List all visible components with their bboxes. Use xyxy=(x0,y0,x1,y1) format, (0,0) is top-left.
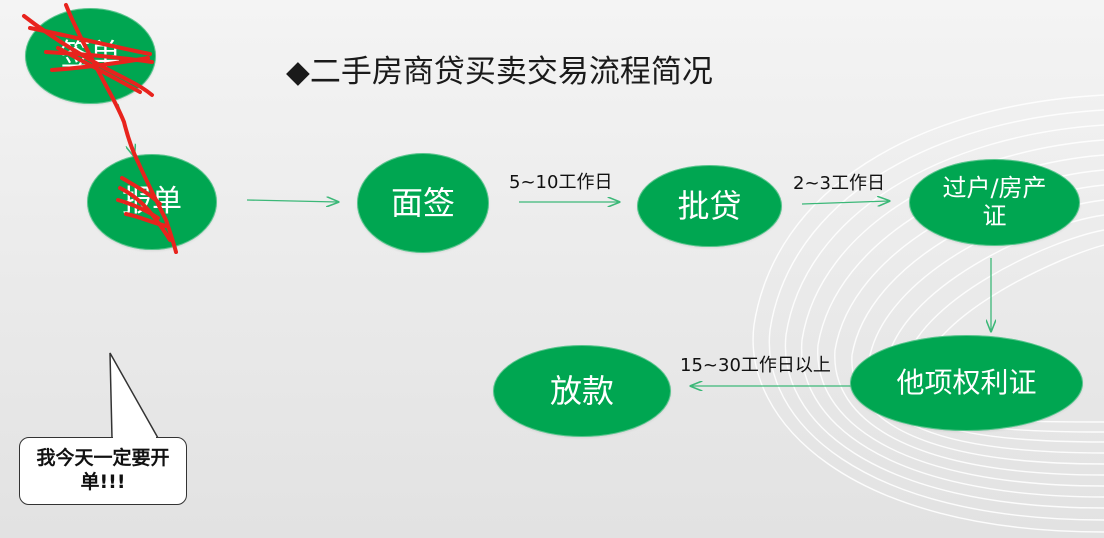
edge-label-interview-to-loan: 5~10工作日 xyxy=(509,172,613,193)
node-disbursement: 放款 xyxy=(493,345,671,437)
node-interview: 面签 xyxy=(357,153,489,253)
edge-label-loan-to-transfer: 2~3工作日 xyxy=(793,173,885,194)
node-disbursement-label: 放款 xyxy=(549,371,614,410)
node-transfer-certificate-label: 过户/房产证 xyxy=(942,173,1047,230)
node-approve-order-label: 报单 xyxy=(122,183,182,219)
node-other-rights-certificate-label: 他项权利证 xyxy=(896,365,1037,399)
edge-label-rights-to-disbursement: 15~30工作日以上 xyxy=(680,355,831,376)
speech-bubble-text: 我今天一定要开单!!! xyxy=(36,447,170,493)
node-sign: 签单 xyxy=(25,8,156,104)
node-loan-approval: 批贷 xyxy=(637,165,782,247)
node-sign-label: 签单 xyxy=(60,37,121,73)
page-title: ◆二手房商贷买卖交易流程简况 xyxy=(286,54,713,90)
node-other-rights-certificate: 他项权利证 xyxy=(850,335,1083,431)
node-loan-approval-label: 批贷 xyxy=(677,186,742,225)
arrow-approve-to-interview xyxy=(246,200,338,202)
node-interview-label: 面签 xyxy=(390,183,455,222)
node-approve-order: 报单 xyxy=(87,154,217,250)
speech-bubble: 我今天一定要开单!!! xyxy=(19,437,187,505)
arrow-loan-to-transfer xyxy=(801,201,889,204)
arrow-sign-to-approve xyxy=(117,103,134,156)
node-transfer-certificate: 过户/房产证 xyxy=(909,159,1080,246)
